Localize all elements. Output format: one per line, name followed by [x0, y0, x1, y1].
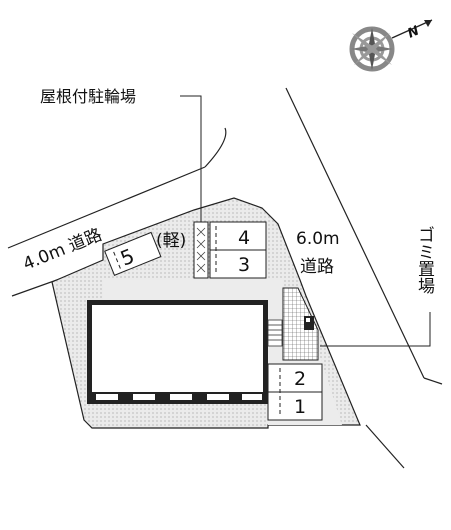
staircase — [267, 319, 283, 347]
building — [92, 305, 263, 392]
garbage-bins — [304, 316, 314, 330]
compass-icon — [349, 19, 433, 72]
parking-3-number: 3 — [238, 254, 250, 276]
parking-4-number: 4 — [238, 227, 250, 249]
parking-block-upper — [209, 221, 267, 279]
parking-2-number: 2 — [294, 368, 306, 390]
leader-lines — [180, 95, 431, 347]
garbage-area — [282, 287, 319, 361]
parking-5-note: (軽) — [156, 231, 186, 251]
road-lines — [7, 87, 443, 469]
bike-marks — [196, 227, 206, 273]
parking-1-number: 1 — [294, 396, 306, 418]
road-right-word-label: 道路 — [300, 257, 334, 277]
paved-area — [103, 280, 283, 302]
road-right-width-label: 6.0m — [296, 229, 340, 249]
parking-space-5 — [104, 231, 162, 276]
bike-parking — [193, 221, 209, 279]
bike-parking-label: 屋根付駐輪場 — [40, 87, 136, 106]
parking-block-lower — [267, 363, 323, 421]
balcony-units — [96, 394, 262, 400]
garbage-label: ゴミ置場 — [414, 226, 435, 295]
